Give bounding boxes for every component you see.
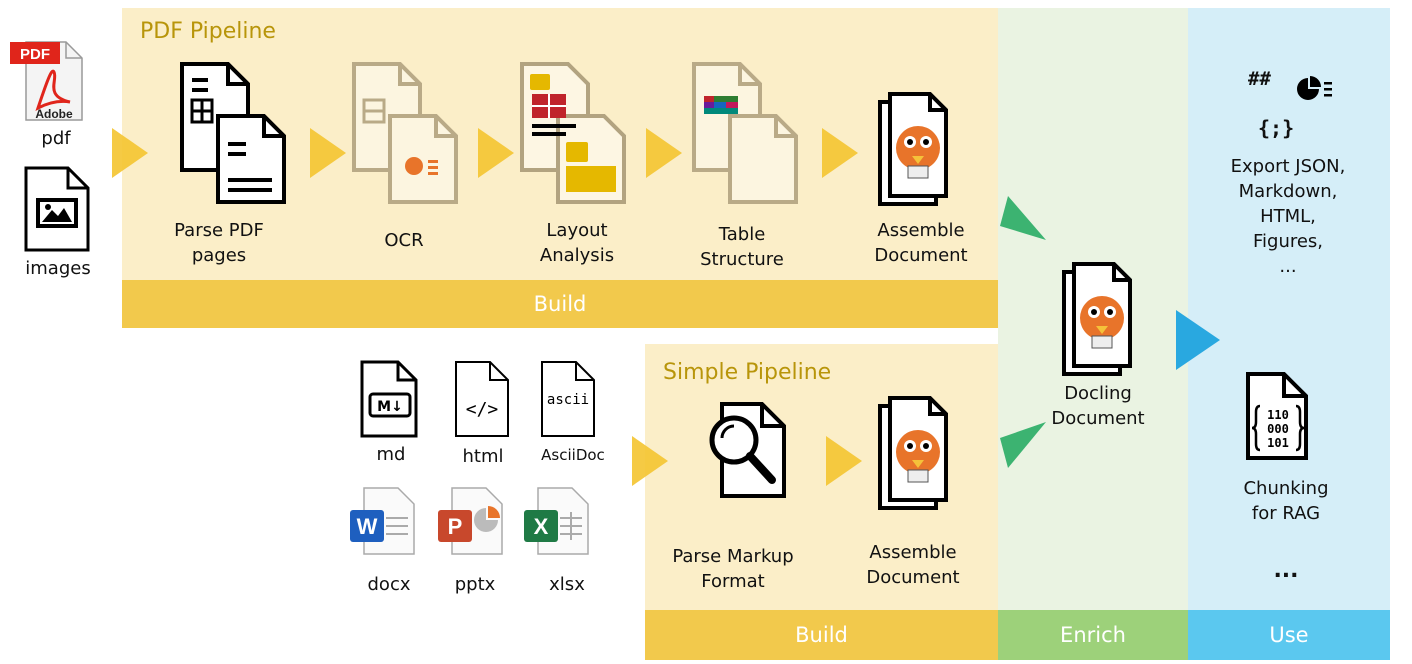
layout-analysis-icon [518, 60, 628, 210]
arrow-ocr-to-layout [478, 128, 518, 182]
html-label: html [462, 446, 504, 467]
more-label: ... [1273, 558, 1299, 583]
enrich-bar: Enrich [998, 610, 1188, 660]
svg-text:ascii: ascii [547, 392, 589, 408]
simple-build-bar: Build [645, 610, 998, 660]
svg-text:X: X [534, 514, 549, 539]
export-label: Export JSON, Markdown, HTML, Figures, ..… [1230, 156, 1346, 277]
svg-text:</>: </> [466, 399, 499, 420]
parse-pdf-pages-icon [178, 60, 288, 210]
docling-document-icon [1060, 262, 1150, 382]
md-label: md [376, 444, 406, 465]
docx-file-icon: W [348, 486, 418, 556]
svg-text:000: 000 [1267, 422, 1289, 436]
simple-assemble-document-icon [876, 396, 966, 516]
arrow-layout-to-table [646, 128, 686, 182]
parse-markup-icon [700, 400, 800, 510]
pptx-label: pptx [454, 574, 496, 595]
pdf-pipeline-title: PDF Pipeline [140, 19, 276, 44]
step-ocr: OCR [384, 230, 424, 251]
arrow-docling-to-use [1176, 310, 1226, 374]
binary-file-icon: 110 000 101 [1244, 372, 1314, 462]
ocr-icon [350, 60, 460, 210]
simple-pipeline-title: Simple Pipeline [663, 360, 832, 385]
chunking-label: Chunking for RAG [1243, 478, 1329, 524]
pdf-label: pdf [41, 128, 71, 149]
step-layout-analysis: Layout Analysis [539, 220, 615, 266]
svg-text:W: W [357, 514, 378, 539]
svg-text:PDF: PDF [20, 46, 50, 63]
svg-text:101: 101 [1267, 436, 1289, 450]
json-braces-icon: {;} [1258, 116, 1295, 140]
pptx-file-icon: P [436, 486, 506, 556]
arrow-markup-to-parse [632, 436, 672, 490]
svg-text:P: P [448, 514, 463, 539]
pdf-build-bar: Build [122, 280, 998, 328]
arrow-parse-to-ocr [310, 128, 350, 182]
arrow-pdf-to-docling [1000, 196, 1050, 250]
pie-chart-icon [1296, 74, 1336, 104]
html-file-icon: </> [452, 360, 522, 440]
step-simple-assemble-document: Assemble Document [866, 542, 960, 588]
assemble-document-icon [876, 92, 966, 212]
arrow-table-to-assemble [822, 128, 862, 182]
arrow-simple-to-docling [1000, 418, 1050, 472]
svg-text:Adobe: Adobe [35, 107, 73, 121]
use-panel [1188, 8, 1390, 660]
xlsx-label: xlsx [549, 574, 585, 595]
xlsx-file-icon: X [522, 486, 592, 556]
step-parse-pdf-pages: Parse PDF pages [174, 220, 264, 266]
step-parse-markup-format: Parse Markup Format [672, 546, 794, 592]
asciidoc-file-icon: ascii [538, 360, 608, 440]
use-bar: Use [1188, 610, 1390, 660]
docx-label: docx [367, 574, 411, 595]
svg-text:110: 110 [1267, 408, 1289, 422]
md-file-icon: M↓ [356, 360, 426, 440]
asciidoc-label: AsciiDoc [541, 446, 605, 464]
image-file-icon [22, 164, 92, 254]
table-structure-icon [690, 60, 800, 210]
arrow-input-to-parse [112, 128, 152, 182]
images-label: images [25, 258, 91, 279]
svg-text:M↓: M↓ [377, 399, 403, 415]
docling-document-label: Docling Document [1051, 383, 1145, 429]
step-assemble-document: Assemble Document [874, 220, 968, 266]
arrow-parse-markup-to-assemble [826, 436, 866, 490]
pdf-file-icon: PDF Adobe [8, 38, 88, 122]
markdown-hash-icon: ## [1248, 68, 1271, 90]
step-table-structure: Table Structure [700, 224, 784, 270]
